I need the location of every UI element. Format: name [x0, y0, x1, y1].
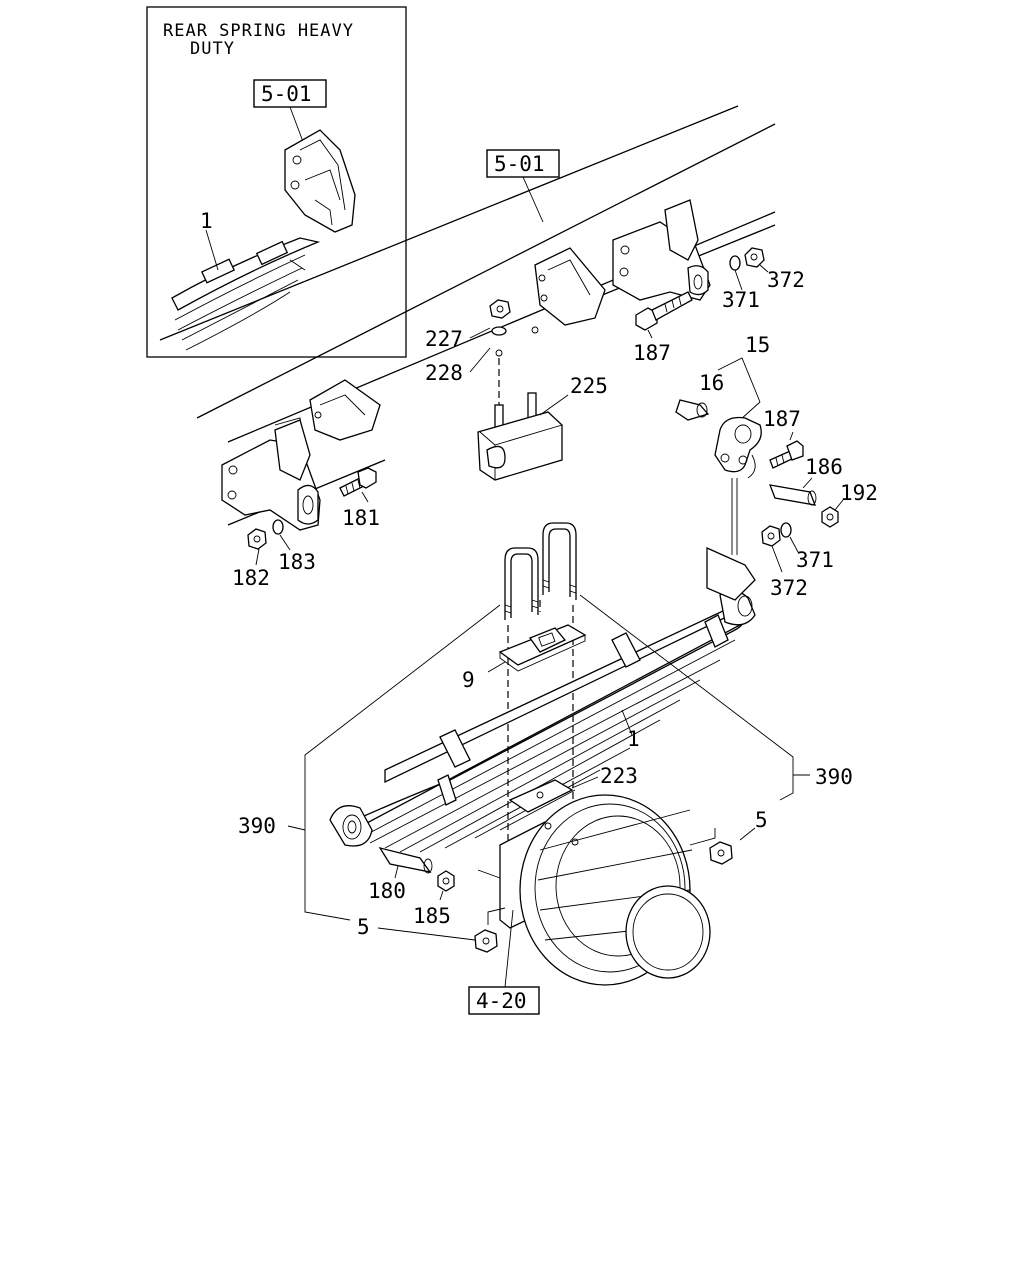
part-227-label: 227 — [425, 327, 463, 351]
nut-182[interactable] — [247, 528, 267, 550]
frame-ref-box[interactable] — [486, 149, 560, 178]
part-185-label: 185 — [413, 904, 451, 928]
part-187a-label: 187 — [633, 341, 671, 365]
inset-part-1-label: 1 — [200, 209, 213, 233]
part-186-label: 186 — [805, 455, 843, 479]
part-180-label: 180 — [368, 879, 406, 903]
inset-panel: REAR SPRING HEAVY DUTY 5-01 1 — [146, 6, 407, 358]
part-9-label: 9 — [462, 668, 475, 692]
frame-ref-label: 5-01 — [494, 152, 545, 176]
part-372b-label: 372 — [770, 576, 808, 600]
part-223-label: 223 — [600, 764, 638, 788]
inset-hanger-bracket — [284, 129, 356, 233]
inset-ref-box[interactable] — [253, 79, 327, 108]
bolt-187-upper[interactable] — [635, 291, 693, 331]
inset-ref-label: 5-01 — [261, 82, 312, 106]
washer-183[interactable] — [272, 519, 284, 535]
part-187b-label: 187 — [763, 407, 801, 431]
axle-hub-drum — [477, 794, 716, 986]
part-371b-label: 371 — [796, 548, 834, 572]
part-390a-label: 390 — [238, 814, 276, 838]
shackle-15[interactable] — [714, 416, 762, 479]
nut-372-upper[interactable] — [744, 247, 765, 268]
bolt-181[interactable] — [339, 467, 377, 497]
washer-371-upper[interactable] — [729, 255, 741, 271]
nut-5-right[interactable] — [709, 841, 733, 865]
washer-371-lower[interactable] — [780, 522, 792, 538]
inset-leaf-spring — [171, 237, 321, 351]
axle-ref-box[interactable] — [468, 986, 540, 1015]
bracket-390-left — [304, 604, 501, 921]
part-228-label: 228 — [425, 361, 463, 385]
inset-title-line2: DUTY — [190, 39, 235, 59]
axle-ref-label: 4-20 — [476, 989, 527, 1013]
part-390b-label: 390 — [815, 765, 853, 789]
part-182-label: 182 — [232, 566, 270, 590]
washer-228[interactable] — [491, 326, 507, 336]
u-bolt-rear[interactable] — [542, 522, 577, 600]
part-372a-label: 372 — [767, 268, 805, 292]
grease-nipple-192[interactable] — [821, 506, 839, 528]
bushing-16[interactable] — [675, 399, 710, 421]
part-5a-label: 5 — [755, 808, 768, 832]
part-15-label: 15 — [745, 333, 770, 357]
bump-stopper-225[interactable] — [477, 392, 563, 481]
u-bolt-front[interactable] — [504, 547, 539, 620]
part-5b-label: 5 — [357, 915, 370, 939]
part-225-label: 225 — [570, 374, 608, 398]
part-1-label: 1 — [627, 727, 640, 751]
part-371a-label: 371 — [722, 288, 760, 312]
plate-223[interactable] — [508, 779, 574, 813]
nut-5-left[interactable] — [474, 929, 498, 953]
grease-nipple-185[interactable] — [437, 870, 455, 892]
part-183-label: 183 — [278, 550, 316, 574]
nut-372-lower[interactable] — [761, 525, 781, 547]
shackle-bracket-plate — [706, 546, 756, 601]
nut-227[interactable] — [489, 299, 511, 319]
part-192-label: 192 — [840, 481, 878, 505]
leaf-spring-1[interactable] — [329, 590, 756, 853]
frame-bracket-middle — [534, 247, 606, 326]
spring-seat-9[interactable] — [498, 624, 587, 672]
frame-bracket-left — [309, 379, 381, 441]
bolt-187-shackle[interactable] — [769, 440, 804, 469]
inset-title-line1: REAR SPRING HEAVY — [163, 21, 354, 41]
part-181-label: 181 — [342, 506, 380, 530]
part-16-label: 16 — [699, 371, 724, 395]
inset-border — [146, 6, 407, 358]
pin-180[interactable] — [378, 846, 433, 874]
front-hanger-bracket — [221, 417, 321, 531]
rear-hanger-bracket — [612, 199, 711, 301]
pin-186[interactable] — [768, 484, 817, 506]
